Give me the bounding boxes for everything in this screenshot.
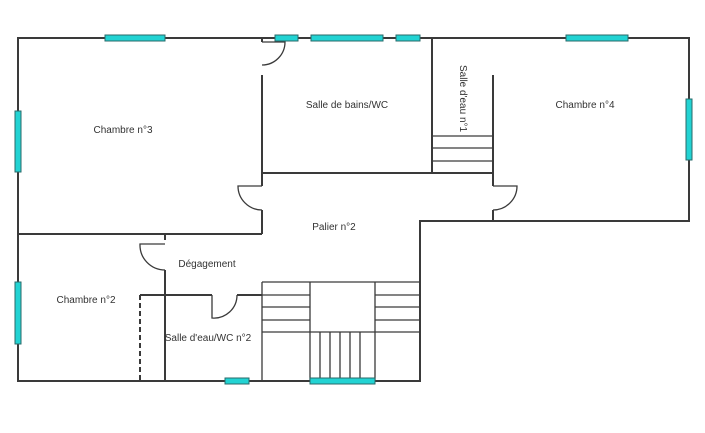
room-label-salle-eau1: Salle d'eau n°1 bbox=[457, 65, 468, 133]
main-staircase bbox=[261, 281, 420, 381]
room-label-chambre4: Chambre n°4 bbox=[555, 100, 614, 111]
walls bbox=[17, 37, 690, 382]
room-label-chambre3: Chambre n°3 bbox=[93, 125, 152, 136]
room-label-palier: Palier n°2 bbox=[312, 222, 356, 233]
room-label-salle-bains: Salle de bains/WC bbox=[306, 100, 388, 111]
windows bbox=[14, 34, 693, 385]
room-label-chambre2: Chambre n°2 bbox=[56, 295, 115, 306]
room-label-degagement: Dégagement bbox=[178, 259, 235, 270]
staircase-salle-eau bbox=[432, 75, 494, 173]
doors bbox=[139, 41, 518, 319]
room-label-salle-eau2: Salle d'eau/WC n°2 bbox=[165, 333, 252, 344]
